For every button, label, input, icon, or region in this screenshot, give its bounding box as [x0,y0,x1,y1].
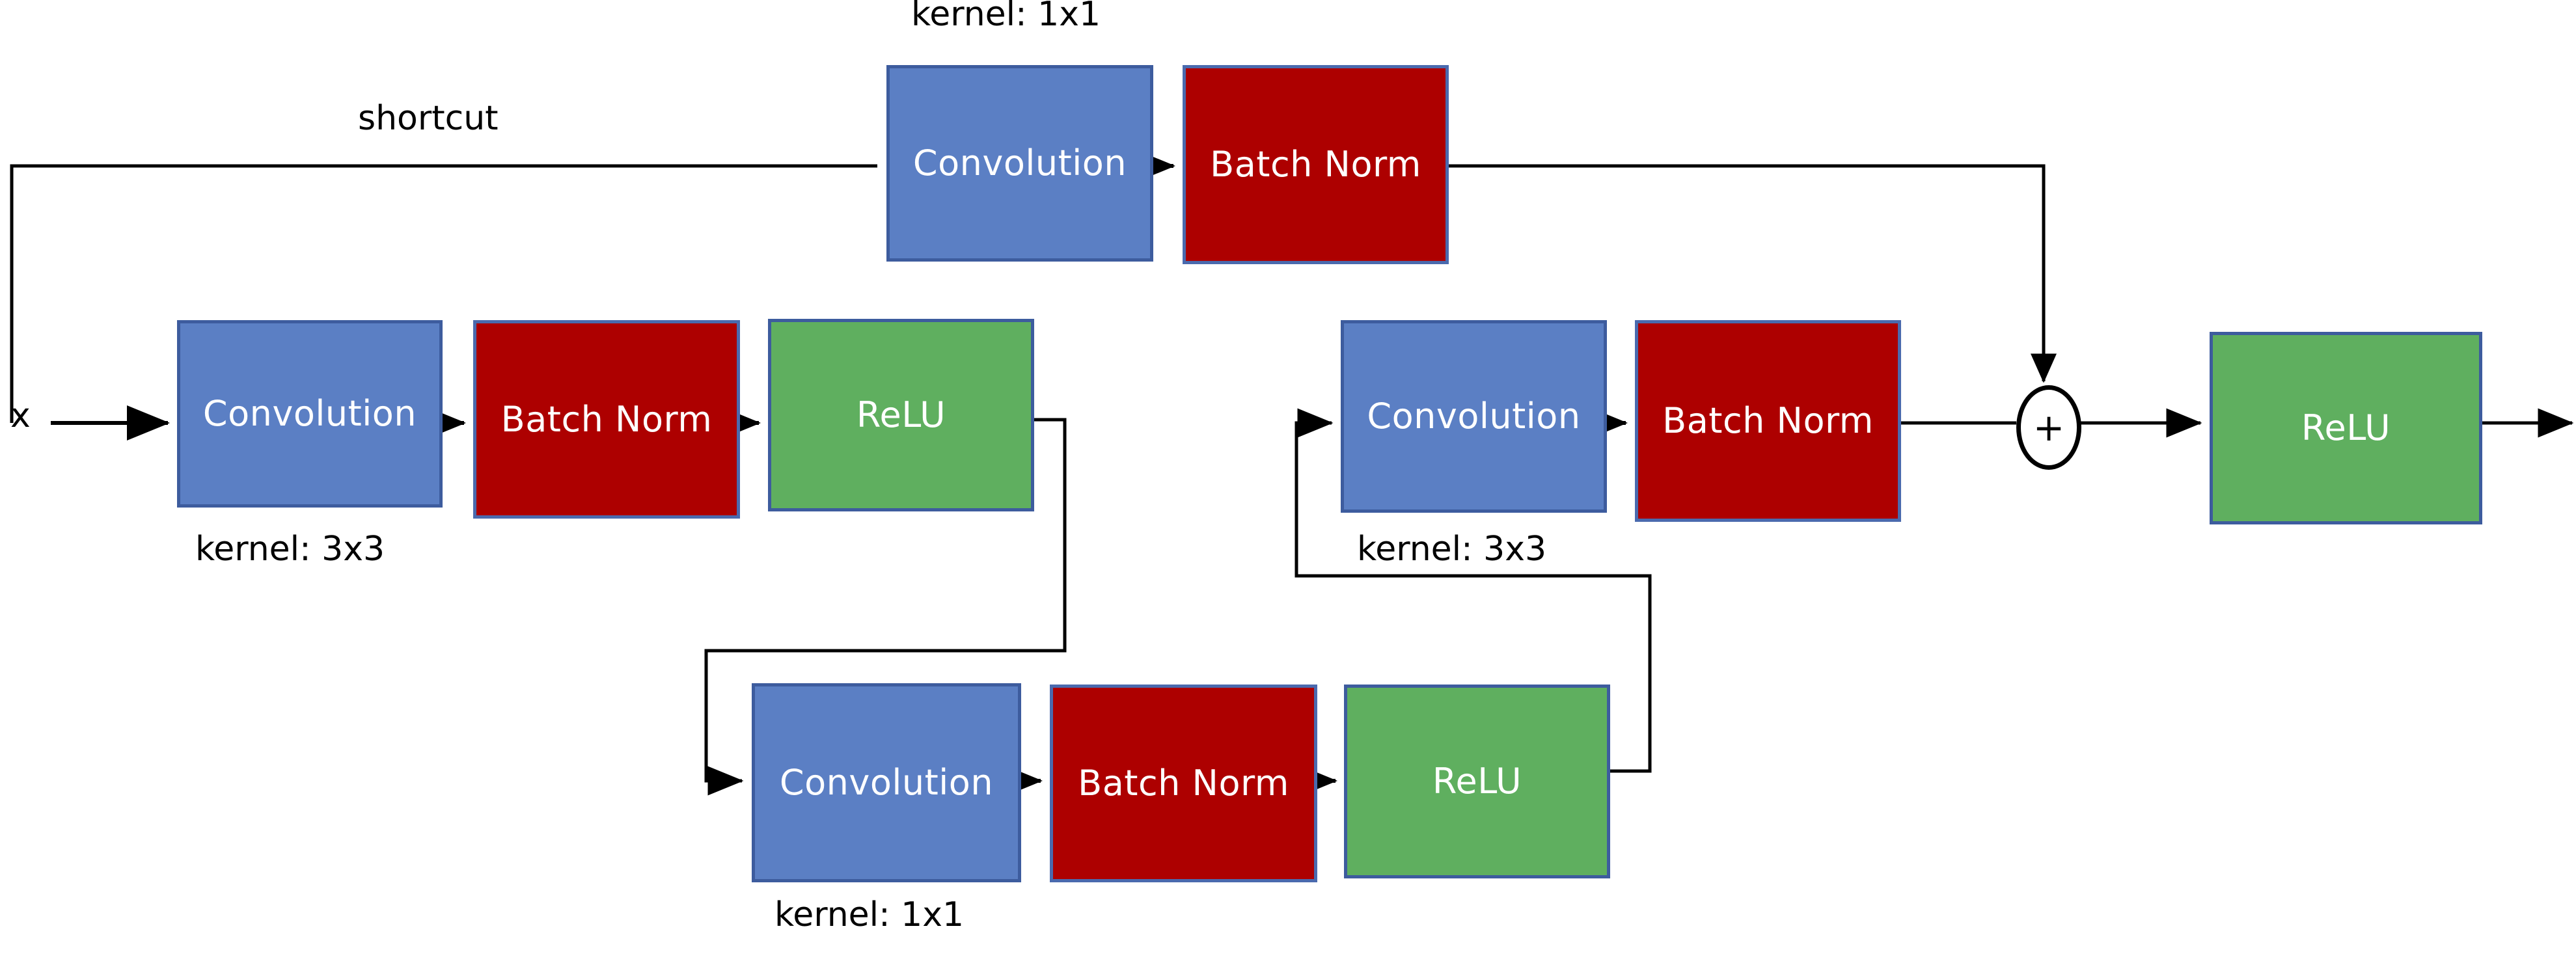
node-main-relu-1-label: ReLU [856,394,946,435]
kernel-label-first-conv: kernel: 3x3 [195,530,385,569]
node-shortcut-convolution[interactable]: Convolution [886,65,1153,262]
node-main-relu-1[interactable]: ReLU [768,319,1034,511]
input-label: x [10,396,31,435]
node-main-convolution-2-label: Convolution [1367,396,1581,437]
node-main-batch-norm-1-label: Batch Norm [500,398,713,440]
node-output-relu-label: ReLU [2301,407,2391,448]
kernel-label-second-conv: kernel: 3x3 [1357,530,1547,569]
node-mid-convolution-label: Convolution [779,762,994,803]
shortcut-label: shortcut [358,99,499,138]
add-operator-node[interactable]: + [2016,385,2081,470]
node-output-relu[interactable]: ReLU [2210,332,2482,524]
node-mid-relu-label: ReLU [1432,761,1522,802]
node-main-batch-norm-2-label: Batch Norm [1662,400,1874,441]
kernel-label-mid-conv: kernel: 1x1 [774,895,965,934]
node-main-batch-norm-1[interactable]: Batch Norm [473,320,740,519]
node-main-convolution-1[interactable]: Convolution [177,320,443,508]
node-main-convolution-1-label: Convolution [202,393,417,434]
node-main-convolution-2[interactable]: Convolution [1341,320,1607,513]
node-mid-relu[interactable]: ReLU [1344,685,1610,878]
node-shortcut-batch-norm[interactable]: Batch Norm [1183,65,1449,264]
node-mid-convolution[interactable]: Convolution [752,683,1021,882]
node-shortcut-batch-norm-label: Batch Norm [1210,144,1421,185]
node-mid-batch-norm[interactable]: Batch Norm [1050,685,1317,882]
node-main-batch-norm-2[interactable]: Batch Norm [1635,320,1901,522]
kernel-label-shortcut: kernel: 1x1 [911,0,1101,34]
node-mid-batch-norm-label: Batch Norm [1078,763,1289,804]
add-operator-label: + [2033,405,2065,450]
wire-shortcut-branch [10,164,877,423]
node-shortcut-convolution-label: Convolution [912,142,1127,183]
